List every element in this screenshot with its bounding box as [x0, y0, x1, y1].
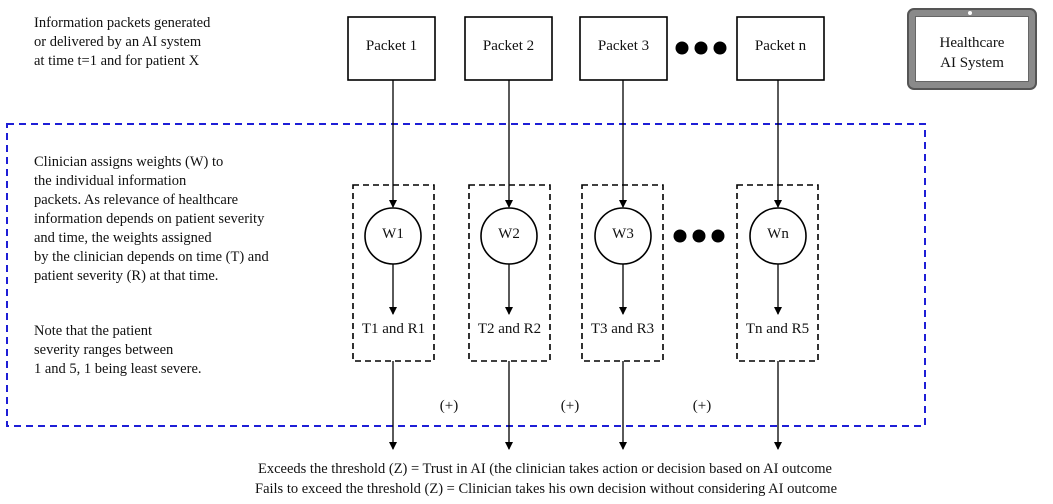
packet-label-3: Packet 3 [597, 38, 650, 54]
device-label-line1: Healthcare [939, 35, 1005, 51]
plus-sign-3: (+) [692, 398, 712, 414]
tr-label-1: T1 and R1 [361, 321, 426, 337]
weight-label-2: W2 [498, 226, 520, 242]
intro-line: or delivered by an AI system [34, 34, 202, 50]
weight-label-3: W3 [612, 226, 634, 242]
tablet-device-icon: Healthcare AI System [907, 8, 1037, 90]
weight-label-n: Wn [767, 226, 789, 242]
packet-box-1 [347, 16, 436, 81]
device-screen: Healthcare AI System [915, 16, 1029, 82]
clinician-region [6, 123, 926, 427]
clinician-line: Clinician assigns weights (W) to [34, 154, 224, 170]
tr-label-n: Tn and R5 [745, 321, 810, 337]
packet-label-n: Packet n [754, 38, 807, 54]
intro-text: Information packets generated or deliver… [34, 14, 210, 71]
clinician-line: and time, the weights assigned [34, 230, 212, 246]
note-line: 1 and 5, 1 being least severe. [34, 361, 202, 377]
outcome-exceeds: Exceeds the threshold (Z) = Trust in AI … [258, 461, 832, 477]
intro-line: Information packets generated [34, 15, 211, 31]
plus-sign-2: (+) [560, 398, 580, 414]
packet-label-1: Packet 1 [365, 38, 418, 54]
clinician-text: Clinician assigns weights (W) to the ind… [34, 153, 269, 286]
tr-label-2: T2 and R2 [477, 321, 542, 337]
packet-box-2 [464, 16, 553, 81]
weight-label-1: W1 [382, 226, 404, 242]
tr-label-3: T3 and R3 [590, 321, 655, 337]
clinician-line: the individual information [34, 173, 187, 189]
note-line: severity ranges between [34, 342, 174, 358]
note-text: Note that the patient severity ranges be… [34, 322, 202, 379]
clinician-line: by the clinician depends on time (T) and [34, 249, 269, 265]
clinician-line: information depends on patient severity [34, 211, 265, 227]
clinician-line: packets. As relevance of healthcare [34, 192, 239, 208]
plus-sign-1: (+) [439, 398, 459, 414]
outcome-fails: Fails to exceed the threshold (Z) = Clin… [255, 481, 838, 497]
device-label-line2: AI System [940, 55, 1004, 71]
packet-box-n [736, 16, 825, 81]
ellipsis-packets [675, 41, 727, 55]
packet-label-2: Packet 2 [482, 38, 535, 54]
note-line: Note that the patient [34, 323, 152, 339]
clinician-line: patient severity (R) at that time. [34, 268, 219, 284]
device-label: Healthcare AI System [916, 33, 1028, 73]
camera-dot [968, 11, 972, 15]
ellipsis-weights [673, 229, 725, 243]
intro-line: at time t=1 and for patient X [34, 53, 200, 69]
